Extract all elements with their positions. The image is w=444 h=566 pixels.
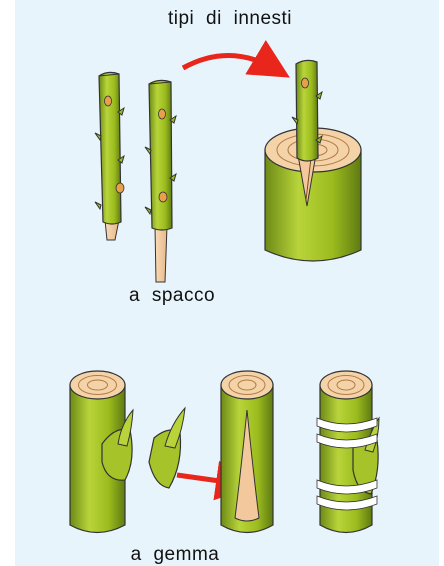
- diagram-canvas: tipi di innesti a spacco a gemma: [15, 0, 439, 566]
- bud-icon: [116, 183, 124, 193]
- bound-graft: [317, 371, 379, 533]
- section-label-gemma: a gemma: [75, 544, 275, 566]
- section-label-spacco: a spacco: [72, 285, 272, 307]
- bud-icon: [159, 192, 167, 202]
- cleft-graft: [265, 60, 361, 261]
- scion-right: [145, 80, 176, 282]
- bud-icon: [159, 109, 166, 119]
- bud-graft-stock: [70, 371, 133, 533]
- bud-icon: [105, 96, 112, 106]
- arrow-icon: [183, 55, 277, 70]
- diagram-title: tipi di innesti: [130, 8, 330, 30]
- diagram-svg: [15, 0, 439, 566]
- t-cut-stock: [221, 371, 273, 533]
- scion-left: [95, 72, 124, 240]
- bud-icon: [302, 78, 309, 88]
